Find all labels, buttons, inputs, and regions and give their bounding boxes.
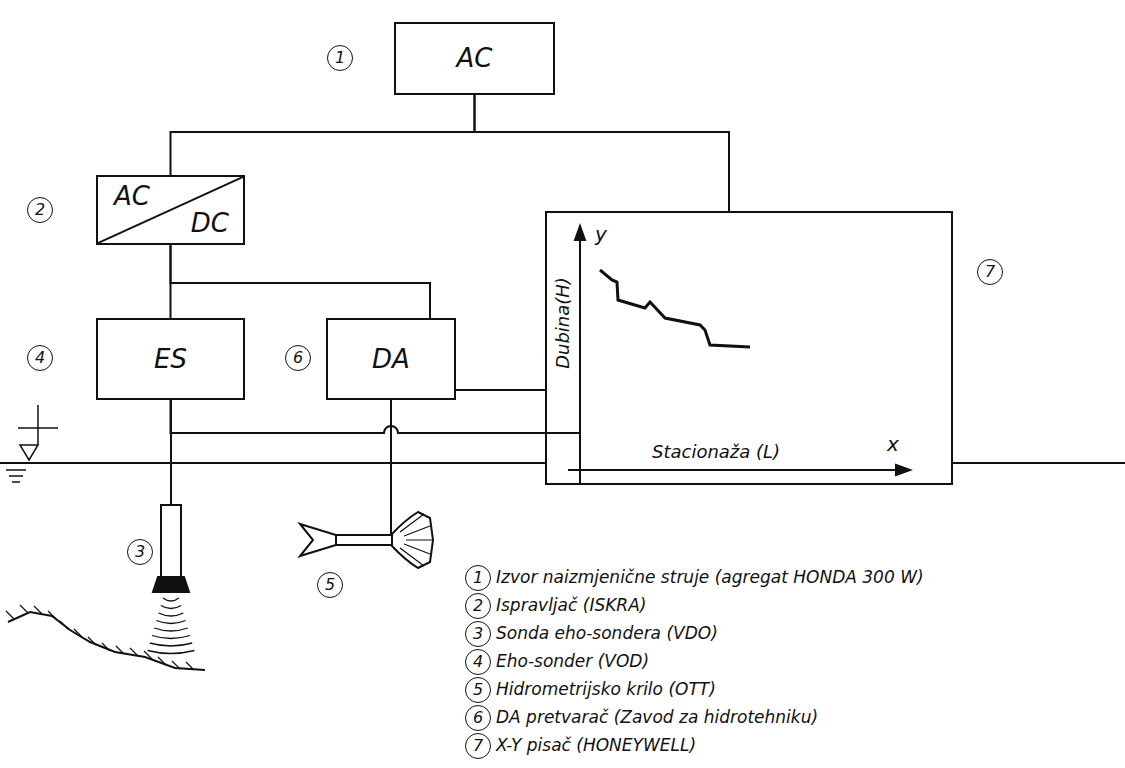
sound-wave <box>161 606 181 609</box>
wire-connector <box>475 95 730 211</box>
wire-connector <box>171 95 475 175</box>
xy-plotter-box: Dubina(H) y x Stacionaža (L) <box>545 211 953 485</box>
callout-circle: 6 <box>465 705 491 731</box>
box-label: DC <box>191 209 229 238</box>
callout-circle: 2 <box>465 593 491 619</box>
echo-sounder-probe <box>153 505 189 592</box>
callout-circle: 3 <box>127 539 153 565</box>
sound-wave <box>163 598 179 601</box>
axis-title: Dubina(H) <box>553 277 573 369</box>
callout-circle: 3 <box>465 621 491 647</box>
sound-wave <box>156 621 185 624</box>
callout-number: 5 <box>325 577 335 593</box>
callout-circle: 5 <box>317 572 343 598</box>
wire-connector <box>456 389 545 391</box>
callout-circle: 4 <box>27 345 53 371</box>
legend-text: Eho-sonder (VOD) <box>496 651 649 671</box>
sound-wave <box>150 643 192 646</box>
da-converter-box: DA <box>326 318 456 400</box>
legend-number: 3 <box>473 626 483 642</box>
meter-cable <box>390 400 392 535</box>
legend-text: Hidrometrijsko krilo (OTT) <box>496 679 716 699</box>
echo-sounder-box: ES <box>96 318 245 400</box>
legend-number: 7 <box>473 738 483 754</box>
legend-text: Ispravljač (ISKRA) <box>496 595 646 615</box>
axis-letter: x <box>887 433 899 455</box>
sound-wave <box>154 628 188 631</box>
depth-profile-curve <box>600 270 750 347</box>
box-label: AC <box>457 44 493 73</box>
river-bed <box>8 612 205 670</box>
callout-circle: 6 <box>285 345 311 371</box>
legend-text: DA pretvarač (Zavod za hidrotehniku) <box>496 707 818 727</box>
callout-number: 3 <box>135 544 145 560</box>
callout-circle: 1 <box>327 45 353 71</box>
callout-circle: 2 <box>27 197 53 223</box>
water-line <box>0 462 545 464</box>
axis-letter: y <box>595 223 607 245</box>
diagonal-line <box>98 177 243 243</box>
legend-number: 4 <box>473 654 483 670</box>
plot-axes <box>568 226 910 482</box>
sound-wave <box>159 613 184 616</box>
water-level-symbol <box>6 405 58 482</box>
sound-wave <box>148 651 195 654</box>
callout-circle: 1 <box>465 565 491 591</box>
callout-circle: 7 <box>465 733 491 759</box>
legend-number: 6 <box>473 710 483 726</box>
power-source-box: AC <box>394 22 555 95</box>
axis-title: Stacionaža (L) <box>652 442 780 462</box>
box-label: ES <box>154 345 187 374</box>
wire-connector <box>171 245 431 318</box>
callout-circle: 7 <box>977 259 1003 285</box>
callout-number: 7 <box>985 264 995 280</box>
rectifier-box: AC DC <box>96 175 245 245</box>
wire-connector <box>171 400 581 485</box>
river-bed-hatching <box>6 605 194 670</box>
callout-circle: 4 <box>465 649 491 675</box>
box-label: DA <box>372 345 410 374</box>
legend-number: 5 <box>473 682 483 698</box>
legend-number: 1 <box>473 570 483 586</box>
callout-number: 1 <box>335 50 345 66</box>
callout-number: 4 <box>35 350 45 366</box>
current-meter <box>300 512 433 568</box>
callout-number: 2 <box>35 202 45 218</box>
box-label: AC <box>114 182 150 211</box>
callout-number: 6 <box>293 350 303 366</box>
legend-number: 2 <box>473 598 483 614</box>
legend-text: X-Y pisač (HONEYWELL) <box>496 735 696 755</box>
water-line <box>953 462 1125 464</box>
legend-text: Sonda eho-sondera (VDO) <box>496 623 718 643</box>
legend-text: Izvor naizmjenične struje (agregat HONDA… <box>496 567 924 587</box>
sound-wave <box>152 636 190 639</box>
callout-circle: 5 <box>465 677 491 703</box>
sound-waves <box>148 598 195 654</box>
